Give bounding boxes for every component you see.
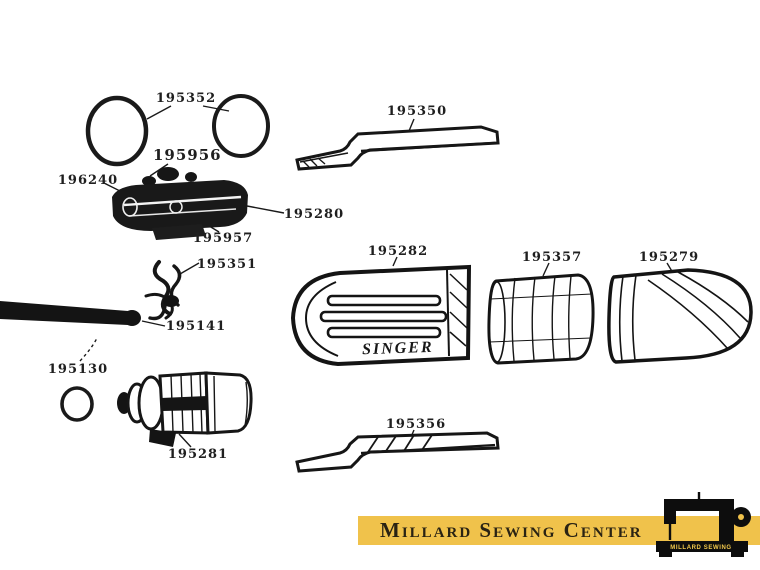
part-label: 195130 (47, 362, 109, 377)
retaining-ring-right-icon (212, 94, 270, 158)
part-label: 195356 (385, 417, 447, 432)
part-label: 195281 (167, 447, 229, 462)
part-label: 195352 (155, 91, 217, 106)
mounting-bracket-top (295, 125, 500, 171)
grommet-ring-icon (60, 386, 94, 422)
part-label: 195280 (283, 207, 345, 222)
retaining-ring-left-icon (85, 95, 149, 167)
part-label: 195357 (521, 250, 583, 265)
motor-housing-cover: SINGER (290, 264, 472, 367)
end-cap (607, 268, 753, 364)
singer-embossed-text: SINGER (362, 339, 434, 358)
logo-text: MILLARD SEWING (670, 545, 731, 551)
part-label: 195957 (192, 231, 254, 246)
part-label: 195350 (386, 104, 448, 119)
part-label: 195351 (196, 257, 258, 272)
part-label: 196240 (57, 173, 119, 188)
watermark-text: Millard Sewing Center (380, 518, 643, 542)
lead-wire (0, 301, 141, 326)
motor-assembly (117, 371, 253, 447)
watermark-banner: Millard Sewing Center (358, 516, 760, 545)
part-label: 195956 (153, 146, 222, 164)
lamp-bracket-assembly (112, 167, 248, 240)
mounting-bracket-bottom (295, 431, 500, 473)
wiring-harness (144, 260, 182, 321)
part-label: 195282 (367, 244, 429, 259)
part-label: 195279 (638, 250, 700, 265)
sewing-machine-icon: MILLARD SEWING (656, 492, 751, 557)
part-label: 195141 (165, 319, 227, 334)
felt-sleeve (487, 273, 595, 365)
